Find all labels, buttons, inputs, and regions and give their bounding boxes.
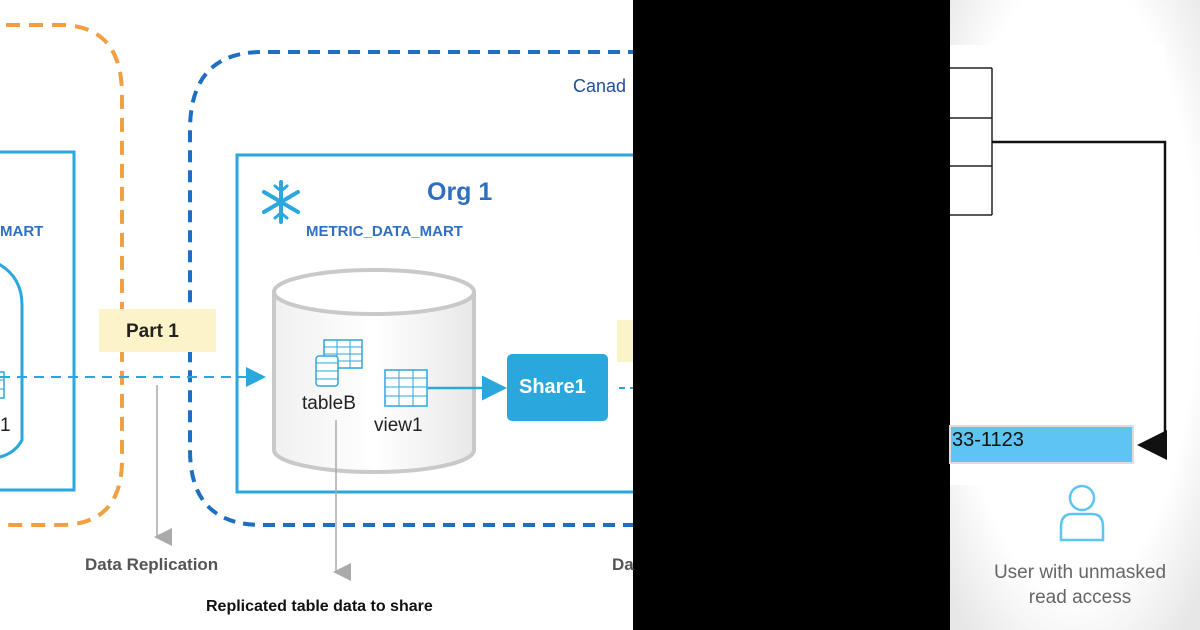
part1-label-bg <box>99 309 216 352</box>
share1-button[interactable] <box>507 354 608 421</box>
user-caption: User with unmasked read access <box>960 560 1200 610</box>
left-account-box <box>0 150 76 492</box>
org1-account-box <box>235 153 640 494</box>
left-table-icon <box>0 371 5 399</box>
unmasked-value-text: 33-1123 <box>952 429 1024 451</box>
table-label: tableB <box>302 393 356 414</box>
left-database-name-label: MART <box>0 223 44 240</box>
view-label: view1 <box>374 415 423 436</box>
unmasked-value-field <box>949 425 1134 464</box>
user-icon <box>1059 484 1105 542</box>
snowflake-icon <box>262 180 300 224</box>
database-name-label: METRIC_DATA_MART <box>306 223 463 240</box>
user-caption-line2: read access <box>1028 587 1132 608</box>
database-cylinder-icon <box>272 268 476 474</box>
region-label: Canad <box>573 76 627 96</box>
canada-region-boundary <box>188 50 640 527</box>
unmask-connector-arrow <box>992 140 1167 460</box>
share-label: Share1 <box>519 376 586 398</box>
data-caption-fragment: Da <box>612 555 634 574</box>
right-label-fragment-bg <box>617 320 633 362</box>
black-divider-panel <box>633 0 950 630</box>
view-grid-icon <box>384 369 428 407</box>
orange-region-boundary <box>0 23 124 527</box>
table-icon <box>315 339 363 387</box>
left-view-fragment-label: 1 <box>0 415 11 436</box>
org-title: Org 1 <box>427 178 493 206</box>
replicated-table-caption: Replicated table data to share <box>206 598 433 615</box>
user-caption-line1: User with unmasked <box>993 562 1167 583</box>
left-database-cylinder <box>0 263 24 459</box>
right-panel-card <box>950 45 1165 485</box>
data-replication-caption: Data Replication <box>85 555 219 574</box>
part-label: Part 1 <box>126 321 179 342</box>
